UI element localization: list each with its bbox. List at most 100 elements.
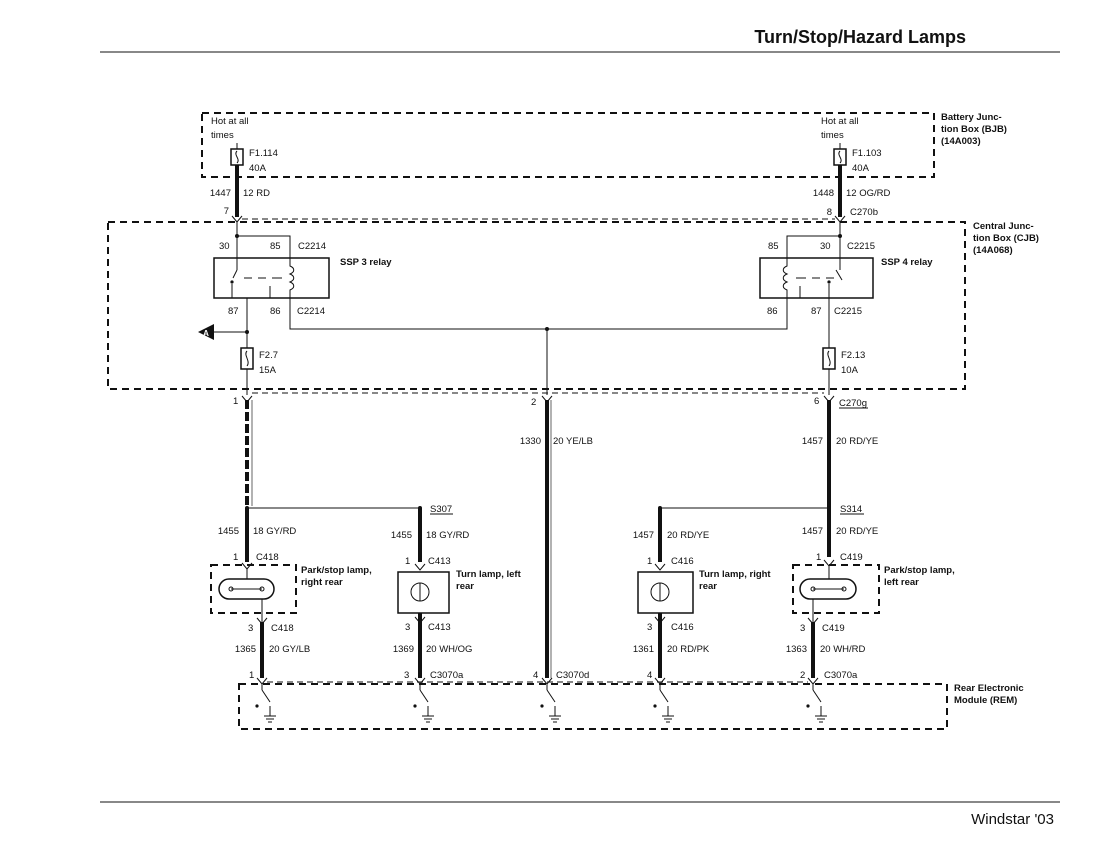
lamp3-pin-in-icon	[654, 563, 666, 571]
wire-1448-pin: 8	[827, 207, 832, 218]
relay-left-pin-d: 86	[270, 306, 281, 317]
rem-pin-2: 3	[404, 670, 409, 681]
fuse-f2-7-icon	[240, 347, 254, 370]
lamp2-label: Turn lamp, left rear	[456, 569, 523, 592]
relay-left-connector-bottom: C2214	[297, 306, 325, 317]
fuse-f2-7-id: F2.7	[259, 350, 278, 361]
lamp1-label: Park/stop lamp, right rear	[301, 565, 374, 588]
ref-a-label: A	[203, 329, 209, 338]
lamp2-pin-out: 3	[405, 622, 410, 633]
lamp4-label: Park/stop lamp, left rear	[884, 565, 957, 588]
rem-connector-5: C3070a	[824, 670, 858, 681]
wire-1447-pin: 7	[224, 206, 229, 217]
lamp1-connector-in: C418	[256, 552, 279, 563]
c270g-pin-left: 1	[233, 396, 238, 407]
rem-pin-4: 4	[647, 670, 652, 681]
lamp4-housing	[792, 564, 880, 614]
lamp4-circuit-out: 1363	[786, 644, 807, 655]
footer-model: Windstar '03	[971, 811, 1054, 828]
wire-1447-color: 12 RD	[243, 188, 270, 199]
lamp4-wire-out-color: 20 WH/RD	[820, 644, 866, 655]
relay-right-pin-a: 85	[768, 241, 779, 252]
lamp1-bulb-icon	[218, 578, 275, 600]
fuse-f1-114-icon	[230, 148, 244, 166]
ssp4-relay-label: SSP 4 relay	[881, 257, 933, 268]
fuse-f2-13-icon	[822, 347, 836, 370]
wire-1448-color: 12 OG/RD	[846, 188, 890, 199]
connector-c270g: C270g	[839, 398, 867, 409]
relay-right-connector-top: C2215	[847, 241, 875, 252]
bjb-hot-right: Hot at all times	[821, 116, 861, 141]
rem-pin-3: 4	[533, 670, 538, 681]
relay-left-pin-a: 30	[219, 241, 230, 252]
lamp3-label: Turn lamp, right rear	[699, 569, 773, 592]
ssp3-relay-icon	[213, 257, 330, 299]
wire-1448-circuit: 1448	[813, 188, 834, 199]
rem-switch-4-icon	[653, 677, 674, 723]
lamp3-circuit-in: 1457	[633, 530, 654, 541]
lamp4-pin-in: 1	[816, 552, 821, 563]
c270g-pin-mid: 2	[531, 397, 536, 408]
rem-label: Rear Electronic Module (REM)	[954, 683, 1026, 706]
relay-left-pin85-wire	[237, 235, 291, 258]
fuse-f1-103-icon	[833, 148, 847, 166]
rem-connector-3: C3070d	[556, 670, 589, 681]
relay-right-pin-d: 87	[811, 306, 822, 317]
lamp4-pin-out: 3	[800, 623, 805, 634]
wire-1457-color: 20 RD/YE	[836, 436, 878, 447]
lamp4-circuit-in: 1457	[802, 526, 823, 537]
lamp4-connector-in: C419	[840, 552, 863, 563]
wire-1447-circuit: 1447	[210, 188, 231, 199]
page-title: Turn/Stop/Hazard Lamps	[754, 27, 966, 47]
lamp3-wire-in-color: 20 RD/YE	[667, 530, 709, 541]
cjb-label: Central Junc- tion Box (CJB) (14A068)	[973, 221, 1042, 256]
fuse-f2-13-rating: 10A	[841, 365, 859, 376]
relay-control-tie-wire	[289, 298, 788, 330]
connector-c270b: C270b	[850, 207, 878, 218]
lamp4-wire-in-color: 20 RD/YE	[836, 526, 878, 537]
lamp2-circuit-out: 1369	[393, 644, 414, 655]
rem-switch-5-icon	[806, 677, 827, 723]
lamp3-connector-out: C416	[671, 622, 694, 633]
rem-pin-1: 1	[249, 670, 254, 681]
c270g-pin-right: 6	[814, 396, 819, 407]
lamp2-wire-in-color: 18 GY/RD	[426, 530, 469, 541]
fuse-f2-13-id: F2.13	[841, 350, 865, 361]
fuse-f1-103-id: F1.103	[852, 148, 882, 159]
fuse-f1-114-rating: 40A	[249, 163, 267, 174]
lamp3-pin-out: 3	[647, 622, 652, 633]
lamp1-wire-out-color: 20 GY/LB	[269, 644, 310, 655]
wire-1330-circuit: 1330	[520, 436, 541, 447]
rem-switch-2-icon	[413, 677, 434, 723]
wire-1330-color: 20 YE/LB	[553, 436, 593, 447]
relay-right-pin85-wire	[786, 235, 840, 258]
lamp2-pin-in-icon	[414, 563, 426, 571]
bjb-label: Battery Junc- tion Box (BJB) (14A003)	[941, 112, 1010, 147]
rem-pin-5: 2	[800, 670, 805, 681]
relay-left-pin-c: 87	[228, 306, 239, 317]
lamp1-housing	[210, 564, 297, 614]
relay-right-pin-b: 30	[820, 241, 831, 252]
lamp3-bulb-icon	[637, 571, 694, 614]
lamp2-pin-in: 1	[405, 556, 410, 567]
lamp4-connector-out: C419	[822, 623, 845, 634]
ssp3-relay-label: SSP 3 relay	[340, 257, 392, 268]
lamp2-wire-out-color: 20 WH/OG	[426, 644, 472, 655]
cjb-boundary	[107, 221, 966, 390]
lamp3-pin-in: 1	[647, 556, 652, 567]
splice-s314-label: S314	[840, 504, 862, 515]
fuse-f1-103-rating: 40A	[852, 163, 870, 174]
ref-a-arrow-icon	[198, 324, 214, 340]
lamp1-pin-out: 3	[248, 623, 253, 634]
rem-switch-1-icon	[255, 677, 276, 723]
lamp3-connector-in: C416	[671, 556, 694, 567]
bjb-boundary	[201, 112, 935, 178]
relay-right-pin-c: 86	[767, 306, 778, 317]
lamp2-connector-in: C413	[428, 556, 451, 567]
lamp1-wire-in-color: 18 GY/RD	[253, 526, 296, 537]
lamp1-circuit-in: 1455	[218, 526, 239, 537]
fuse-f2-7-rating: 15A	[259, 365, 277, 376]
bjb-hot-left: Hot at all times	[211, 116, 251, 141]
relay-left-pin-b: 85	[270, 241, 281, 252]
